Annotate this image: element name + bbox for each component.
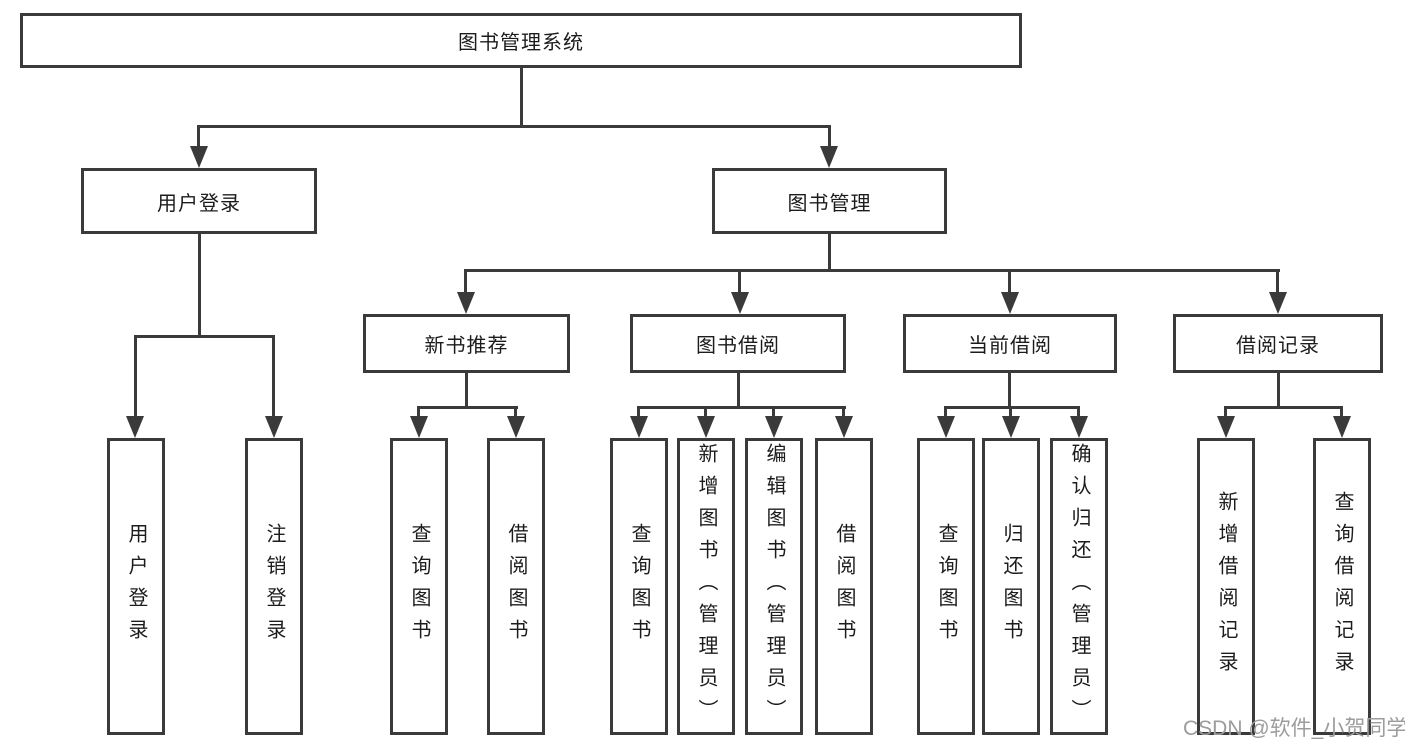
arrowhead-icon [457,292,475,314]
connector-vline [198,234,201,335]
arrowhead-icon [1070,416,1088,438]
connector-hline [945,406,1080,409]
node-label: 查询借阅记录 [1331,490,1353,683]
arrowhead-icon [1217,416,1235,438]
leaf-borrow-borrow-books: 借阅图书 [815,438,873,735]
node-label: 借阅图书 [505,522,527,651]
connector-vline [704,406,707,418]
arrowhead-icon [731,292,749,314]
leaf-recommend-query-books: 查询图书 [390,438,448,735]
node-book-management: 图书管理 [712,168,947,234]
node-label: 图书管理系统 [458,32,584,54]
arrowhead-icon [1002,416,1020,438]
node-library-management-system: 图书管理系统 [20,13,1022,68]
node-new-book-recommend: 新书推荐 [363,314,570,373]
connector-vline [1340,406,1343,418]
arrowhead-icon [765,416,783,438]
arrowhead-icon [1001,292,1019,314]
arrowhead-icon [507,416,525,438]
arrowhead-icon [410,416,428,438]
node-label: 借阅记录 [1236,335,1320,357]
connector-hline [638,406,846,409]
connector-hline [465,269,1280,272]
node-label: 查询图书 [628,522,650,651]
node-label: 查询图书 [408,522,430,651]
connector-vline [1008,269,1011,294]
leaf-current-query-books: 查询图书 [917,438,975,735]
arrowhead-icon [630,416,648,438]
arrowhead-icon [1333,416,1351,438]
leaf-current-confirm-return-admin: 确认归还（管理员） [1050,438,1108,735]
leaf-user-login: 用户登录 [107,438,165,735]
connector-vline [828,125,831,149]
connector-vline [272,335,275,418]
arrowhead-icon [835,416,853,438]
leaf-recommend-borrow-books: 借阅图书 [487,438,545,735]
connector-vline [944,406,947,418]
connector-vline [1008,373,1011,406]
connector-vline [1009,406,1012,418]
connector-vline [465,373,468,406]
leaf-borrow-add-books-admin: 新增图书（管理员） [677,438,735,735]
node-label: 图书借阅 [696,335,780,357]
node-label: 借阅图书 [833,522,855,651]
arrowhead-icon [265,416,283,438]
connector-vline [772,406,775,418]
connector-vline [842,406,845,418]
connector-hline [418,406,518,409]
node-label: 查询图书 [935,522,957,651]
node-label: 编辑图书（管理员） [763,442,785,731]
node-label: 注销登录 [263,522,285,651]
node-label: 新增图书（管理员） [695,442,717,731]
leaf-borrow-edit-books-admin: 编辑图书（管理员） [745,438,803,735]
leaf-current-return-books: 归还图书 [982,438,1040,735]
leaf-records-add-record: 新增借阅记录 [1197,438,1255,735]
connector-hline [198,125,830,128]
arrowhead-icon [820,146,838,168]
connector-vline [520,68,523,125]
node-label: 归还图书 [1000,522,1022,651]
connector-vline [828,234,831,269]
connector-vline [1077,406,1080,418]
node-label: 图书管理 [787,192,872,215]
leaf-records-query-record: 查询借阅记录 [1313,438,1371,735]
connector-vline [637,406,640,418]
arrowhead-icon [937,416,955,438]
connector-hline [134,335,275,338]
connector-vline [417,406,420,418]
arrowhead-icon [697,416,715,438]
arrowhead-icon [1269,292,1287,314]
node-book-borrow: 图书借阅 [630,314,846,373]
node-label: 用户登录 [157,192,241,215]
connector-vline [737,373,740,406]
node-user-login: 用户登录 [81,168,317,234]
connector-vline [514,406,517,418]
node-label: 当前借阅 [968,335,1052,357]
node-label: 用户登录 [125,522,147,651]
connector-vline [464,269,467,294]
connector-vline [1276,269,1279,294]
node-label: 新增借阅记录 [1215,490,1237,683]
connector-vline [1277,373,1280,406]
csdn-watermark: CSDN @软件_小贺同学 [1183,717,1405,740]
node-label: 新书推荐 [424,335,509,357]
leaf-logout: 注销登录 [245,438,303,735]
connector-vline [197,125,200,149]
node-label: 确认归还（管理员） [1068,442,1090,731]
connector-hline [1224,406,1343,409]
leaf-borrow-query-books: 查询图书 [610,438,668,735]
arrowhead-icon [126,416,144,438]
connector-vline [738,269,741,294]
arrowhead-icon [190,146,208,168]
connector-vline [1224,406,1227,418]
node-borrow-records: 借阅记录 [1173,314,1383,373]
connector-vline [134,335,137,418]
node-current-borrow: 当前借阅 [903,314,1117,373]
